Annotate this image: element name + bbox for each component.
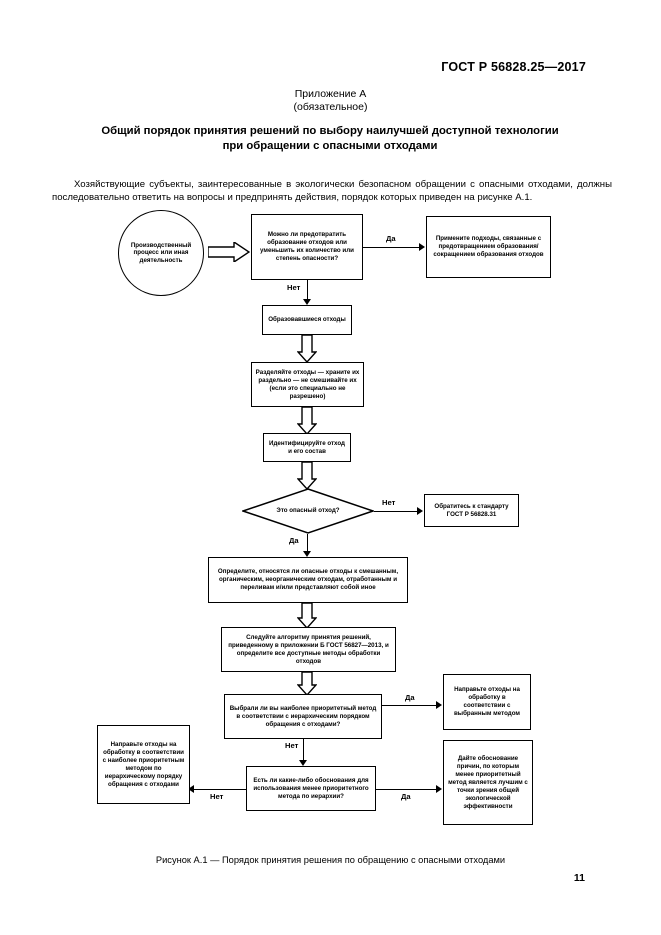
flow-node-hazardous-question: Это опасный отход? <box>242 488 374 534</box>
arrow-identify-to-hazardous <box>296 461 318 491</box>
page-number: 11 <box>573 872 585 884</box>
page-title-line-1: Общий порядок принятия решений по выбору… <box>101 125 559 137</box>
connector-priority-yes <box>382 705 438 706</box>
flow-node-apply-prevention: Примените подходы, связанные с предотвра… <box>426 216 551 278</box>
connector-justification-yes <box>376 789 438 790</box>
flow-node-start: Производственный процесс или иная деятел… <box>118 210 204 296</box>
connector-priority-no <box>303 739 304 763</box>
branch-label-prevent-yes: Да <box>385 234 397 243</box>
arrow-algorithm-to-priority <box>296 671 318 697</box>
flow-node-prevent-question-label: Можно ли предотвратить образование отход… <box>260 231 354 262</box>
flow-node-priority-question: Выбрали ли вы наиболее приоритетный мето… <box>224 694 382 739</box>
flow-node-refer-standard: Обратитесь к стандарту ГОСТ Р 56828.31 <box>424 494 519 527</box>
connector-justification-no <box>190 789 246 790</box>
annex-subtitle: (обязательное) <box>293 101 368 113</box>
arrow-separate-to-identify <box>296 406 318 436</box>
flow-node-justification-question-label: Есть ли какие-либо обоснования для испол… <box>253 776 369 800</box>
flow-node-apply-prevention-label: Примените подходы, связанные с предотвра… <box>433 235 544 258</box>
flow-node-send-selected-label: Направьте отходы на обработку в соответс… <box>454 686 520 717</box>
flow-node-follow-algorithm-label: Следуйте алгоритму принятия решений, при… <box>228 633 389 665</box>
arrowhead-priority-yes <box>436 701 442 709</box>
branch-label-prevent-no: Нет <box>286 283 302 292</box>
flow-node-prevent-question: Можно ли предотвратить образование отход… <box>251 214 363 280</box>
branch-label-priority-no: Нет <box>284 741 300 750</box>
flow-node-separate-waste-label: Разделяйте отходы — храните их раздельно… <box>255 368 360 400</box>
branch-label-hazardous-no: Нет <box>381 498 397 507</box>
arrowhead-hazardous-no <box>417 507 423 515</box>
flow-node-give-justification-label: Дайте обоснование причин, по которым мен… <box>448 754 528 810</box>
annex-heading: Приложение А (обязательное) <box>0 88 661 114</box>
flow-node-send-hierarchy-label: Направьте отходы на обработку в соответс… <box>102 740 185 788</box>
arrow-determine-to-algorithm <box>296 602 318 630</box>
connector-hazardous-no <box>374 511 419 512</box>
arrowhead-justification-no <box>188 785 194 793</box>
flow-node-generated-waste: Образовавшиеся отходы <box>262 305 352 335</box>
flowchart: Производственный процесс или иная деятел… <box>0 200 661 840</box>
page-title: Общий порядок принятия решений по выбору… <box>60 124 600 154</box>
arrow-generated-to-separate <box>296 334 318 364</box>
flow-node-justification-question: Есть ли какие-либо обоснования для испол… <box>246 766 376 811</box>
standard-number: ГОСТ Р 56828.25—2017 <box>441 60 586 74</box>
flow-node-determine-type: Определите, относятся ли опасные отходы … <box>208 557 408 603</box>
arrowhead-justification-yes <box>436 785 442 793</box>
branch-label-priority-yes: Да <box>404 693 416 702</box>
arrowhead-hazardous-yes <box>303 551 311 557</box>
arrowhead-prevent-yes <box>419 243 425 251</box>
flow-node-start-label: Производственный процесс или иная деятел… <box>130 241 192 264</box>
page-title-line-2: при обращении с опасными отходами <box>222 140 438 152</box>
flow-node-separate-waste: Разделяйте отходы — храните их раздельно… <box>251 362 364 407</box>
flow-node-refer-standard-label: Обратитесь к стандарту ГОСТ Р 56828.31 <box>434 502 509 518</box>
flow-node-give-justification: Дайте обоснование причин, по которым мен… <box>443 740 533 825</box>
flow-node-send-selected: Направьте отходы на обработку в соответс… <box>443 674 531 730</box>
branch-label-justification-no: Нет <box>209 792 225 801</box>
flow-node-follow-algorithm: Следуйте алгоритму принятия решений, при… <box>221 627 396 672</box>
flow-node-generated-waste-label: Образовавшиеся отходы <box>268 316 346 323</box>
connector-prevent-yes <box>363 247 421 248</box>
flow-node-identify-waste: Идентифицируйте отход и его состав <box>263 433 351 462</box>
branch-label-hazardous-yes: Да <box>288 536 300 545</box>
connector-prevent-no <box>307 280 308 302</box>
connector-hazardous-yes <box>307 534 308 554</box>
flow-node-determine-type-label: Определите, относятся ли опасные отходы … <box>217 568 399 591</box>
arrow-start-to-question <box>207 240 251 264</box>
flow-node-identify-waste-label: Идентифицируйте отход и его состав <box>269 439 345 455</box>
arrowhead-priority-no <box>299 760 307 766</box>
figure-caption: Рисунок А.1 — Порядок принятия решения п… <box>155 855 506 865</box>
flow-node-hazardous-question-label: Это опасный отход? <box>276 507 340 514</box>
annex-title: Приложение А <box>294 88 367 100</box>
intro-paragraph: Хозяйствующие субъекты, заинтересованные… <box>52 178 612 204</box>
flow-node-priority-question-label: Выбрали ли вы наиболее приоритетный мето… <box>229 704 377 728</box>
branch-label-justification-yes: Да <box>400 792 412 801</box>
arrowhead-prevent-no <box>303 299 311 305</box>
flow-node-send-hierarchy: Направьте отходы на обработку в соответс… <box>97 725 190 804</box>
